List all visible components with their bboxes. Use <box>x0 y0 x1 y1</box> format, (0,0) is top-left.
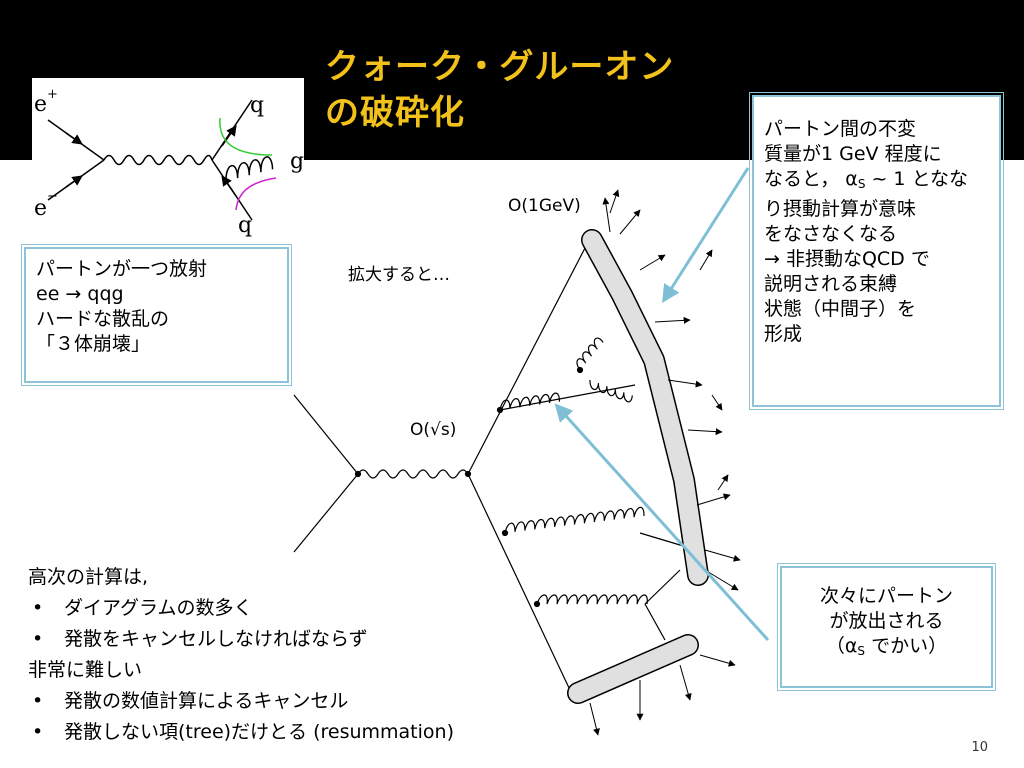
positron-line <box>293 473 359 553</box>
photon-line <box>357 469 469 479</box>
quark-line-upper <box>467 247 586 475</box>
box-left-line-3: ハードな散乱の <box>36 308 170 330</box>
notes-bullet: 発散をキャンセルしなければならず <box>28 624 454 655</box>
box-right-line-8: 状態（中間子）を <box>764 298 917 320</box>
inset-green-curve <box>219 117 273 156</box>
gluon-upper-side <box>589 379 633 403</box>
box-right-line-1: パートン間の不変 <box>764 118 917 140</box>
callout-box-nonperturbative: パートン間の不変 質量が1 GeV 程度に なると， αS ~ 1 となな り摂… <box>749 92 1004 410</box>
gluon-upper <box>499 392 561 411</box>
label-o-1gev: O(1GeV) <box>508 196 581 216</box>
inset-background <box>32 78 304 240</box>
callout-box-three-body: パートンが一つ放射 ee → qqg ハードな散乱の 「３体崩壊」 <box>21 244 292 386</box>
vertex-photon-left <box>354 470 362 478</box>
title-line-1: クォーク・グルーオン <box>325 47 675 87</box>
box-right-line-3: なると， αS ~ 1 となな <box>764 168 968 191</box>
branch-line-1 <box>499 384 636 411</box>
callout-box-emission: 次々にパートン が放出される （αS でかい） <box>777 563 996 691</box>
box-left-line-2: ee → qqg <box>36 283 124 305</box>
inset-photon-line <box>103 154 213 166</box>
inset-gluon-line <box>225 156 274 182</box>
box-right-line-6: → 非摂動なQCD で <box>764 248 930 270</box>
inset-label-q-top: q <box>250 93 264 118</box>
inset-feynman-diagram: e + e − q g q <box>32 78 304 240</box>
box-right-line-7: 説明される束縛 <box>764 273 898 295</box>
inset-e-plus-arrow <box>65 132 83 145</box>
box-left-line-4: 「３体崩壊」 <box>36 333 151 355</box>
inset-magenta-curve <box>235 177 277 211</box>
inset-label-e-minus: e <box>34 196 47 221</box>
box-right-line-9: 形成 <box>764 323 803 345</box>
callout-arrow-upper <box>662 167 750 304</box>
box-bottom-line-2: が放出される <box>829 610 944 632</box>
page-number: 10 <box>971 740 988 755</box>
title-line-2: の破砕化 <box>325 93 465 133</box>
gluon-lower <box>536 594 648 605</box>
inset-label-e-plus-sup: + <box>47 87 58 102</box>
box-right-line-2: 質量が1 GeV 程度に <box>764 143 942 165</box>
notes-heading: 高次の計算は, <box>28 566 149 588</box>
gluon-middle <box>504 506 645 534</box>
inset-label-q-bottom: q <box>238 213 252 238</box>
quark-line-lower <box>467 473 571 691</box>
slide-title: クォーク・グルーオン の破砕化 <box>325 44 674 136</box>
notes-bullet: 発散の数値計算によるキャンセル <box>28 686 454 717</box>
inset-e-minus-arrow <box>65 175 83 188</box>
box-bottom-line-3: （αS でかい） <box>825 635 948 658</box>
lower-blob <box>568 635 698 703</box>
inset-label-e-plus: e <box>34 92 47 117</box>
electron-line <box>293 394 359 475</box>
box-right-line-5: をなさなくなる <box>764 223 898 245</box>
label-o-sqrts: O(√s) <box>410 420 457 440</box>
box-bottom-line-1: 次々にパートン <box>819 585 953 607</box>
main-feynman-diagram <box>293 247 691 691</box>
hadronization-blobs <box>567 229 709 704</box>
box-left-line-1: パートンが一つ放射 <box>36 258 208 280</box>
notes-bullet: ダイアグラムの数多く <box>28 593 454 624</box>
box-right-line-4: り摂動計算が意味 <box>764 198 917 220</box>
hadron-arrows <box>589 189 741 736</box>
label-zoom: 拡大すると… <box>348 265 450 285</box>
inset-label-e-minus-sup: − <box>47 189 58 204</box>
inset-label-g: g <box>290 149 304 174</box>
upper-blob <box>582 230 708 585</box>
gluon-upper-branch <box>576 337 604 371</box>
notes-section: 高次の計算は, ダイアグラムの数多く 発散をキャンセルしなければならず 非常に難… <box>28 562 454 748</box>
callout-arrow-lower <box>554 403 770 642</box>
notes-subheading: 非常に難しい <box>28 659 143 681</box>
notes-bullet: 発散しない項(tree)だけとる (resummation) <box>28 717 454 748</box>
